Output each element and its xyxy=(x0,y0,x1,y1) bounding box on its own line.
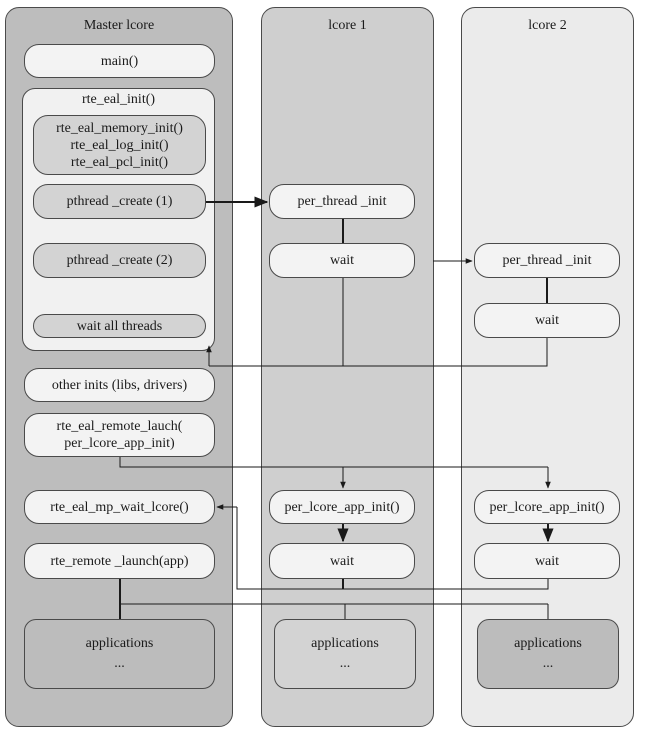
master-applications-ellipsis: ... xyxy=(114,656,125,671)
lcore1-applications-label: applications xyxy=(311,636,379,651)
pthread-create-1-box: pthread _create (1) xyxy=(33,184,206,219)
wait-all-threads-label: wait all threads xyxy=(76,318,163,334)
lcore1-applications-box: applications ... xyxy=(274,619,416,689)
other-inits-label: other inits (libs, drivers) xyxy=(51,377,188,393)
eal-memory-init-label: rte_eal_memory_init() xyxy=(56,120,183,136)
eal-init-title: rte_eal_init() xyxy=(81,92,156,107)
main-box: main() xyxy=(24,44,215,78)
remote-launch-label-line2: per_lcore_app_init) xyxy=(64,436,175,451)
lcore2-app-init-box: per_lcore_app_init() xyxy=(474,490,620,524)
master-applications-label: applications xyxy=(85,636,154,651)
pthread-create-2-label: pthread _create (2) xyxy=(66,253,173,268)
lcore1-title: lcore 1 xyxy=(328,18,367,33)
mp-wait-lcore-label: rte_eal_mp_wait_lcore() xyxy=(50,499,189,515)
eal-log-init-label: rte_eal_log_init() xyxy=(70,137,169,153)
lcore2-wait-2-label: wait xyxy=(534,553,560,569)
lcore2-wait-1-box: wait xyxy=(474,303,620,338)
pthread-create-2-box: pthread _create (2) xyxy=(33,243,206,278)
wait-all-threads-box: wait all threads xyxy=(33,314,206,338)
lcore1-wait-2-label: wait xyxy=(329,553,355,569)
lcore1-wait-1-label: wait xyxy=(329,253,355,268)
pthread-create-1-label: pthread _create (1) xyxy=(66,194,173,209)
remote-launch-app-label: rte_remote _launch(app) xyxy=(50,553,189,569)
mp-wait-lcore-box: rte_eal_mp_wait_lcore() xyxy=(24,490,215,524)
lcore2-per-thread-init-box: per_thread _init xyxy=(474,243,620,278)
lcore2-applications-ellipsis: ... xyxy=(542,656,554,671)
lcore1-per-thread-init-box: per_thread _init xyxy=(269,184,415,219)
lcore1-wait-2-box: wait xyxy=(269,543,415,579)
master-applications-box: applications ... xyxy=(24,619,215,689)
lcore2-wait-2-box: wait xyxy=(474,543,620,579)
lcore1-wait-1-box: wait xyxy=(269,243,415,278)
lcore2-app-init-label: per_lcore_app_init() xyxy=(489,499,605,515)
lcore1-app-init-box: per_lcore_app_init() xyxy=(269,490,415,524)
eal-sub-inits-box: rte_eal_memory_init() rte_eal_log_init()… xyxy=(33,115,206,175)
lcore2-title: lcore 2 xyxy=(528,18,567,33)
lcore2-per-thread-init-label: per_thread _init xyxy=(502,253,592,268)
lcore1-column: lcore 1 xyxy=(261,7,434,727)
remote-launch-app-box: rte_remote _launch(app) xyxy=(24,543,215,579)
lcore2-wait-1-label: wait xyxy=(534,313,560,328)
main-label: main() xyxy=(100,53,139,69)
remote-launch-label-line1: rte_eal_remote_lauch( xyxy=(56,419,183,434)
eal-pcl-init-label: rte_eal_pcl_init() xyxy=(70,154,169,170)
lcore2-applications-label: applications xyxy=(514,636,582,651)
lcore1-applications-ellipsis: ... xyxy=(339,656,351,671)
lcore2-applications-box: applications ... xyxy=(477,619,619,689)
remote-launch-box: rte_eal_remote_lauch( per_lcore_app_init… xyxy=(24,413,215,457)
other-inits-box: other inits (libs, drivers) xyxy=(24,368,215,402)
master-lcore-title: Master lcore xyxy=(83,18,155,33)
lcore1-per-thread-init-label: per_thread _init xyxy=(297,194,387,209)
lcore1-app-init-label: per_lcore_app_init() xyxy=(284,499,400,515)
